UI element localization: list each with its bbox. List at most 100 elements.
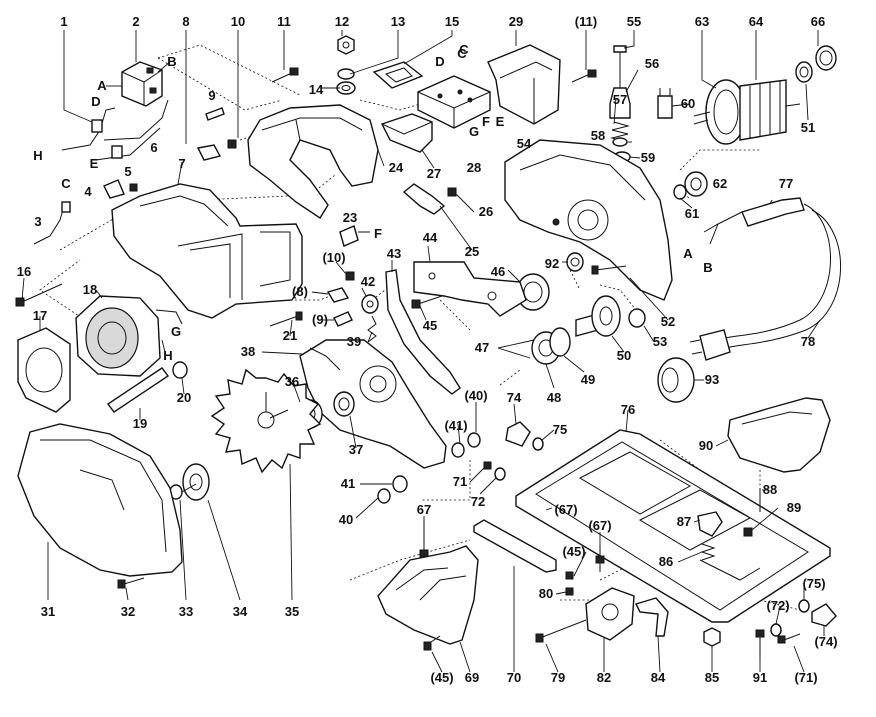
part-20-washer [172, 361, 188, 379]
part-37-ring [333, 391, 355, 417]
part-71-screw [483, 461, 492, 470]
part-64-rotor [739, 79, 801, 141]
callout-label: 86 [659, 554, 673, 569]
callout-label: 46 [491, 264, 505, 279]
callout-label: 87 [677, 514, 691, 529]
callout-label: 50 [617, 348, 631, 363]
part-38-lower-guard [299, 339, 447, 469]
callout-label: 71 [453, 474, 467, 489]
part-8b-brush [326, 287, 350, 303]
part-90-dust-nozzle [727, 397, 831, 473]
callout-label: 88 [763, 482, 777, 497]
callout-label: 76 [621, 402, 635, 417]
part-60-holder [657, 88, 673, 119]
part-58-washer [612, 137, 628, 147]
part-44-bracket [413, 261, 527, 317]
part-16-screw [15, 283, 63, 307]
part-80-screw [565, 587, 574, 596]
callout-label: 9 [208, 88, 215, 103]
part-79-bolt [535, 619, 587, 643]
part-26-screw [447, 187, 457, 197]
part-39-spring [367, 315, 377, 343]
callout-label: 16 [17, 264, 31, 279]
callout-label: 7 [178, 156, 185, 171]
callout-label: 89 [787, 500, 801, 515]
part-82-bracket [585, 587, 635, 641]
part-35-saw-blade [210, 368, 322, 474]
callout-label: (75) [802, 576, 825, 591]
callout-label: 66 [811, 14, 825, 29]
part-5-screw [129, 183, 138, 192]
part-72b-washer [770, 623, 782, 637]
callout-label: 29 [509, 14, 523, 29]
part-29-cover [487, 44, 561, 125]
callout-label: 4 [84, 184, 92, 199]
callout-label: E [90, 156, 99, 171]
callout-label: 60 [681, 96, 695, 111]
callout-label: C [61, 176, 71, 191]
part-87-handle [697, 511, 723, 537]
callout-label: 47 [475, 340, 489, 355]
part-18-stator [75, 295, 183, 377]
part-84-spring [635, 597, 669, 637]
callout-label: 36 [285, 374, 299, 389]
part-34-flange [182, 463, 210, 501]
callout-label: 20 [177, 390, 191, 405]
callout-label: 6 [150, 140, 157, 155]
part-21-screw [269, 311, 303, 327]
callout-label: C [457, 46, 467, 61]
callout-label: H [163, 348, 172, 363]
part-52-screw [591, 265, 627, 275]
part-19-rod [106, 367, 170, 413]
callout-label: E [496, 114, 505, 129]
callout-label: 28 [467, 160, 481, 175]
callout-label: (41) [444, 418, 467, 433]
part-40a-washer [467, 432, 481, 448]
callout-label: 72 [471, 494, 485, 509]
callout-label: C [459, 42, 469, 57]
callout-label: 51 [801, 120, 815, 135]
callout-label: H [33, 148, 42, 163]
part-28-board [417, 75, 491, 129]
part-71b-screw [777, 633, 801, 644]
part-74b-knob [811, 603, 837, 627]
part-54-gear-housing [504, 139, 673, 301]
callout-label: 33 [179, 604, 193, 619]
callout-label: (72) [766, 598, 789, 613]
part-9-clip [205, 107, 225, 121]
callout-label: 56 [645, 56, 659, 71]
callout-label: 12 [335, 14, 349, 29]
callout-label: 91 [753, 670, 767, 685]
part-72-washer [494, 467, 506, 481]
callout-label: (71) [794, 670, 817, 685]
part-41b-washer [392, 475, 408, 493]
callout-label: 64 [749, 14, 764, 29]
callout-label: 59 [641, 150, 655, 165]
callout-label: (67) [554, 502, 577, 517]
callout-label: 43 [387, 246, 401, 261]
part-49-ring [549, 327, 571, 357]
part-55-screw [613, 45, 627, 88]
part-75b-washer [798, 599, 810, 613]
callout-label: 62 [713, 176, 727, 191]
part-40b-washer [377, 488, 391, 504]
callout-label: 39 [347, 334, 361, 349]
callout-label: 38 [241, 344, 255, 359]
callout-label: A [683, 246, 693, 261]
part-25-lever [402, 183, 446, 215]
part-2-switch [121, 61, 163, 107]
callout-label: 55 [627, 14, 641, 29]
callout-label: F [374, 226, 382, 241]
callout-label: F [482, 114, 490, 129]
callout-label: 26 [479, 204, 493, 219]
callout-label: 19 [133, 416, 147, 431]
callout-label: 63 [695, 14, 709, 29]
callout-label: 67 [417, 502, 431, 517]
callout-label: 82 [597, 670, 611, 685]
part-8-brush [196, 144, 222, 161]
part-93-sleeve [657, 357, 695, 403]
callout-label: 1 [60, 14, 67, 29]
part-6-cable [95, 99, 169, 161]
callout-label: B [703, 260, 712, 275]
